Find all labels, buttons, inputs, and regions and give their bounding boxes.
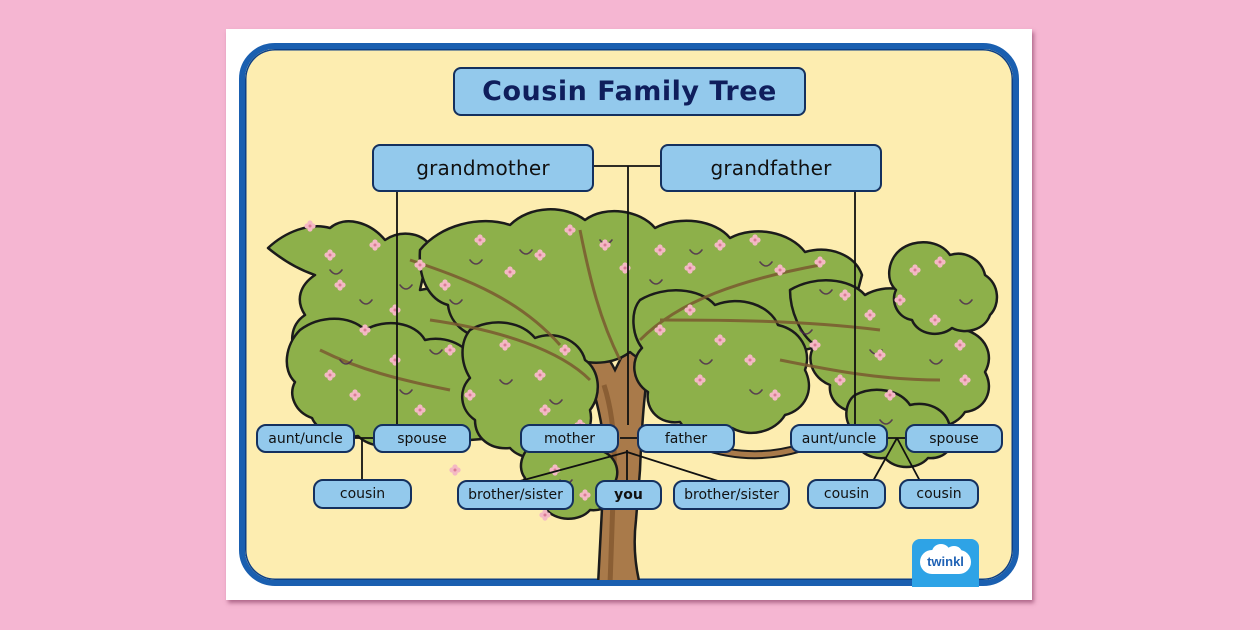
cousin-left-box: cousin [313,479,412,509]
cousin-right-1-box: cousin [807,479,886,509]
spouse-left-box: spouse [373,424,471,453]
father-box: father [637,424,735,453]
twinkl-logo: twinkl [912,539,979,587]
cloud-icon [920,544,971,574]
logo-text: twinkl [927,554,964,569]
you-box: you [595,480,662,510]
brother-sister-right-box: brother/sister [673,480,790,510]
brother-sister-left-box: brother/sister [457,480,574,510]
grandfather-box: grandfather [660,144,882,192]
aunt-uncle-left-box: aunt/uncle [256,424,355,453]
page-title: Cousin Family Tree [453,67,806,116]
grandmother-box: grandmother [372,144,594,192]
aunt-uncle-right-box: aunt/uncle [790,424,888,453]
cousin-right-2-box: cousin [899,479,979,509]
mother-box: mother [520,424,619,453]
spouse-right-box: spouse [905,424,1003,453]
